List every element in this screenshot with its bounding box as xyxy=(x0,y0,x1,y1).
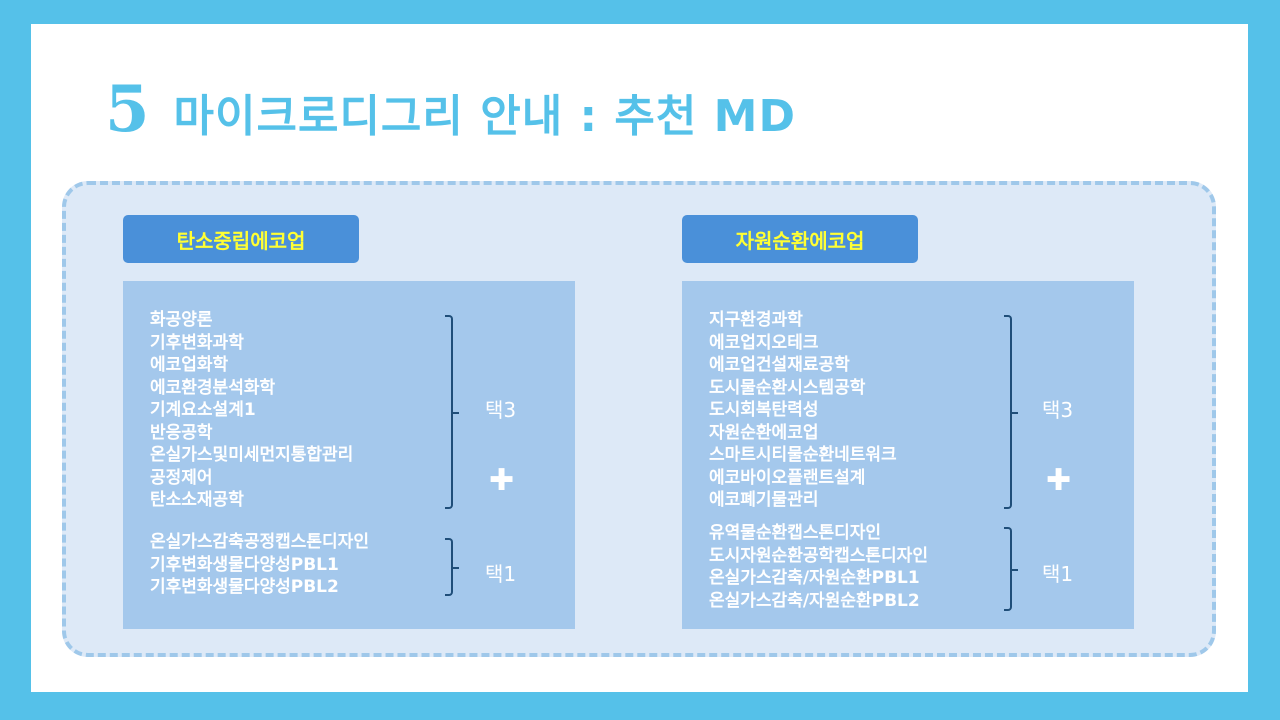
list-item: 도시물순환시스템공학 xyxy=(709,377,866,398)
title-number: 5 xyxy=(105,72,150,147)
list-item: 에코환경분석화학 xyxy=(150,377,276,398)
right-group1-pick-label: 택3 xyxy=(1042,398,1074,422)
list-item: 도시회복탄력성 xyxy=(709,400,819,420)
left-group2-brace xyxy=(445,538,459,596)
left-group1-list: 화공양론 기후변화과학 에코업화학 에코환경분석화학 기계요소설계1 반응공학 … xyxy=(150,309,353,512)
list-item: 지구환경과학 xyxy=(709,310,803,330)
list-item: 기계요소설계1 xyxy=(150,400,256,420)
right-group2-list: 유역물순환캡스톤디자인 도시자원순환공학캡스톤디자인 온실가스감축/자원순환PB… xyxy=(709,522,928,612)
list-item: 기후변화과학 xyxy=(150,332,244,353)
list-item: 에코폐기물관리 xyxy=(709,490,819,510)
list-item: 자원순환에코업 xyxy=(709,422,819,443)
list-item: 탄소소재공학 xyxy=(150,490,244,510)
list-item: 온실가스감축공정캡스톤디자인 xyxy=(150,532,369,552)
list-item: 반응공학 xyxy=(150,422,213,443)
list-item: 도시자원순환공학캡스톤디자인 xyxy=(709,545,928,566)
right-course-box: 지구환경과학 에코업지오테크 에코업건설재료공학 도시물순환시스템공학 도시회복… xyxy=(682,281,1134,629)
right-group2-pick-label: 택1 xyxy=(1042,562,1074,586)
list-item: 기후변화생물다양성PBL1 xyxy=(150,554,339,575)
left-group2-pick-label: 택1 xyxy=(485,562,517,586)
list-item: 에코업지오테크 xyxy=(709,332,819,353)
left-group2-list: 온실가스감축공정캡스톤디자인 기후변화생물다양성PBL1 기후변화생물다양성PB… xyxy=(150,531,369,599)
right-group1-brace xyxy=(1004,315,1018,509)
list-item: 화공양론 xyxy=(150,310,213,330)
right-group2-brace xyxy=(1004,527,1018,611)
list-item: 에코업화학 xyxy=(150,355,229,375)
title-text: 마이크로디그리 안내 : 추천 MD xyxy=(173,91,796,142)
left-heading-tab: 탄소중립에코업 xyxy=(123,215,359,263)
list-item: 스마트시티물순환네트워크 xyxy=(709,445,897,465)
right-group1-list: 지구환경과학 에코업지오테크 에코업건설재료공학 도시물순환시스템공학 도시회복… xyxy=(709,309,897,512)
list-item: 기후변화생물다양성PBL2 xyxy=(150,577,339,597)
right-heading-tab: 자원순환에코업 xyxy=(682,215,918,263)
content-panel: 탄소중립에코업 화공양론 기후변화과학 에코업화학 에코환경분석화학 기계요소설… xyxy=(62,181,1216,657)
list-item: 에코바이오플랜트설계 xyxy=(709,467,866,488)
slide: 5 마이크로디그리 안내 : 추천 MD 탄소중립에코업 화공양론 기후변화과학… xyxy=(31,24,1248,692)
list-item: 온실가스및미세먼지통합관리 xyxy=(150,445,354,465)
list-item: 유역물순환캡스톤디자인 xyxy=(709,523,882,543)
left-group1-pick-label: 택3 xyxy=(485,398,517,422)
page-title: 5 마이크로디그리 안내 : 추천 MD xyxy=(105,72,796,152)
plus-icon: ✚ xyxy=(489,463,515,498)
plus-icon: ✚ xyxy=(1046,463,1072,498)
list-item: 온실가스감축/자원순환PBL1 xyxy=(709,568,920,588)
list-item: 공정제어 xyxy=(150,467,213,488)
list-item: 온실가스감축/자원순환PBL2 xyxy=(709,590,920,611)
left-course-box: 화공양론 기후변화과학 에코업화학 에코환경분석화학 기계요소설계1 반응공학 … xyxy=(123,281,575,629)
list-item: 에코업건설재료공학 xyxy=(709,355,850,375)
left-group1-brace xyxy=(445,315,459,509)
